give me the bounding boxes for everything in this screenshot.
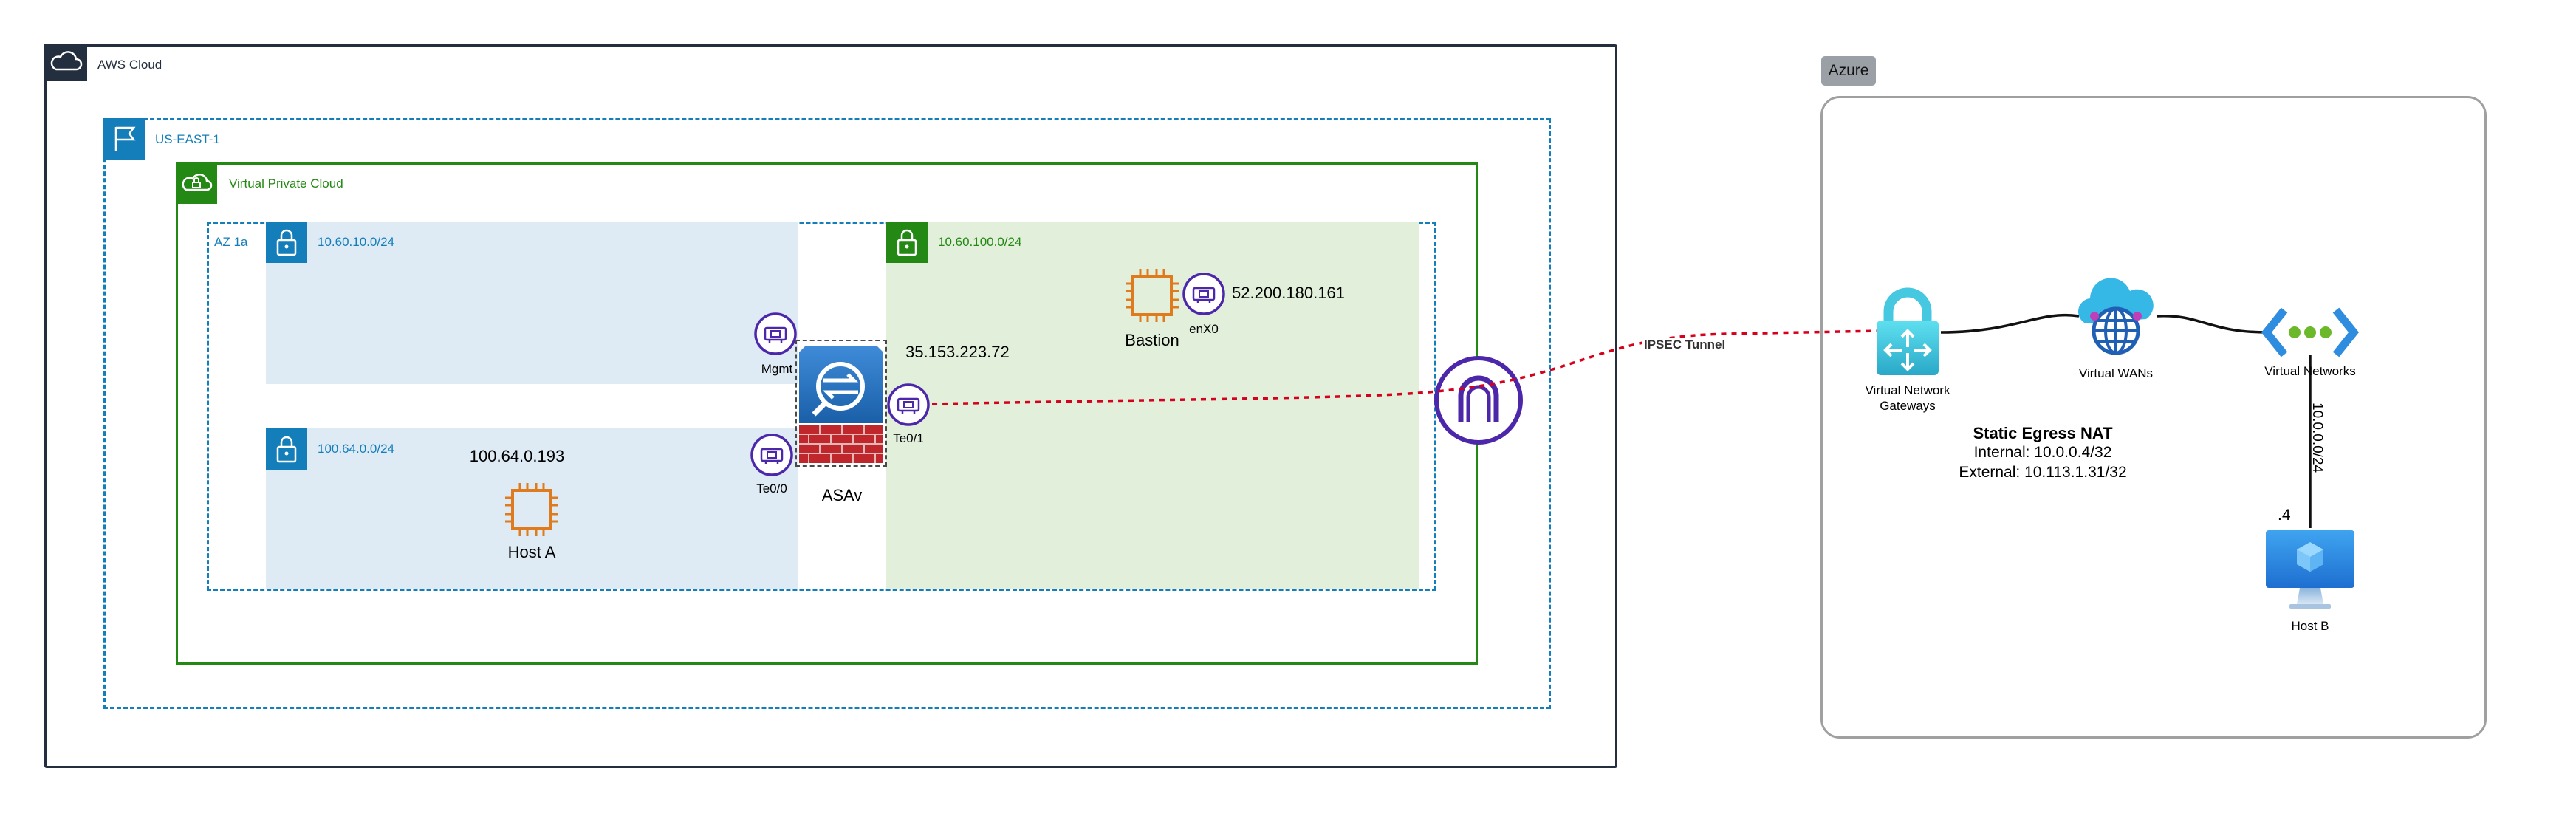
monitor-icon: [2266, 530, 2354, 609]
subnet-mgmt: [266, 222, 798, 384]
subnet-mgmt-cidr: 10.60.10.0/24: [318, 235, 394, 249]
subnet-inside-cidr: 100.64.0.0/24: [318, 442, 394, 456]
host-a-ip: 100.64.0.193: [469, 447, 565, 465]
region-group: [103, 118, 1551, 709]
azure-tag: [1821, 56, 1876, 86]
nat-title: Static Egress NAT: [1973, 424, 2113, 442]
aws-cloud-group: [44, 44, 1617, 768]
vpc-label: Virtual Private Cloud: [229, 177, 343, 191]
azure-group: [1820, 96, 2487, 739]
vnet-cidr: 10.0.0.0/24: [2309, 403, 2325, 473]
lock-icon: [266, 428, 307, 470]
lock-icon: [266, 222, 307, 263]
subnet-outside-cidr: 10.60.100.0/24: [938, 235, 1022, 249]
aws-cloud-label: AWS Cloud: [97, 58, 162, 72]
eni-icon: [750, 434, 793, 476]
host-b-suffix: .4: [2278, 507, 2291, 524]
asav-label: ASAv: [821, 486, 863, 504]
internet-gateway-icon: [1434, 356, 1523, 445]
nat-internal: Internal: 10.0.0.4/32: [1973, 444, 2112, 461]
vwan-label: Virtual WANs: [2078, 366, 2154, 380]
subnet-outside: [886, 222, 1419, 589]
vnet-icon: [2261, 307, 2360, 357]
eni-icon: [754, 312, 797, 355]
host-a-label: Host A: [507, 543, 556, 561]
region-label: US-EAST-1: [155, 132, 220, 146]
tunnel-label: IPSEC Tunnel: [1642, 338, 1727, 352]
chip-icon: [1126, 269, 1179, 322]
asav-te00-label: Te0/0: [756, 482, 787, 496]
vng-label-line1: Virtual Network: [1865, 383, 1950, 397]
gateway-icon: [1877, 287, 1939, 375]
asav-te01-label: Te0/1: [893, 431, 924, 445]
subnet-inside: [266, 428, 798, 589]
asav-selection-box: [795, 340, 887, 467]
bastion-nic-label: enX0: [1189, 322, 1219, 336]
azure-tag-label: Azure: [1828, 62, 1869, 79]
asav-public-ip: 35.153.223.72: [905, 343, 1010, 361]
flag-icon: [103, 118, 145, 160]
az-label: AZ 1a: [214, 235, 248, 249]
vwan-icon: [2078, 278, 2154, 355]
cloud-icon: [44, 44, 87, 81]
host-b-label: Host B: [2291, 619, 2329, 633]
eni-icon: [887, 383, 930, 426]
vnet-label: Virtual Networks: [2264, 364, 2356, 378]
vpc-icon: [176, 162, 217, 204]
eni-icon: [1182, 273, 1225, 315]
lock-icon: [886, 222, 928, 263]
asav-icon[interactable]: [798, 342, 885, 465]
vng-label-line2: Gateways: [1880, 399, 1936, 413]
bastion-ip: 52.200.180.161: [1232, 284, 1345, 302]
nat-external: External: 10.113.1.31/32: [1959, 464, 2127, 481]
asav-mgmt-label: Mgmt: [761, 362, 793, 376]
chip-icon: [505, 483, 558, 536]
